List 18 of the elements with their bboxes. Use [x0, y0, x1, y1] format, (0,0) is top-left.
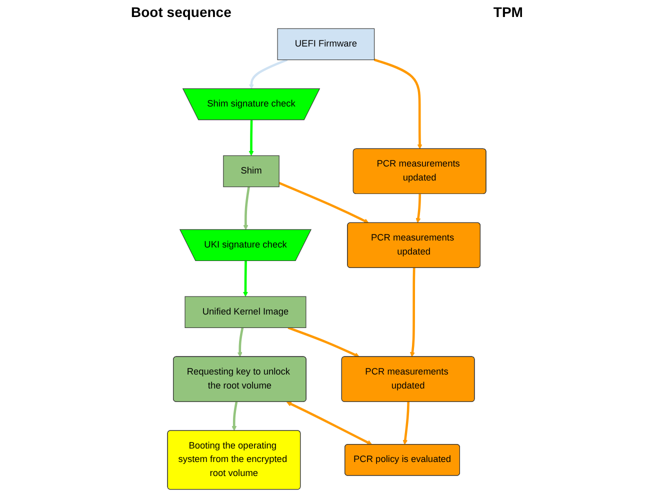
- arrow: [286, 402, 372, 445]
- arrow: [288, 326, 360, 358]
- arrow: [243, 186, 250, 230]
- arrow: [238, 328, 244, 358]
- node-box: Shim: [223, 155, 280, 188]
- arrow: [278, 182, 370, 224]
- arrow: [249, 58, 288, 90]
- column-heading: TPM: [493, 4, 523, 20]
- arrow: [232, 402, 238, 431]
- node-box: UEFI Firmware: [277, 28, 375, 60]
- arrow: [243, 261, 248, 297]
- arrow: [402, 402, 410, 445]
- arrow: [416, 194, 422, 224]
- arrow: [248, 120, 254, 156]
- arrow: [374, 58, 423, 150]
- column-heading: Boot sequence: [131, 4, 232, 20]
- node-box: Unified Kernel Image: [184, 296, 306, 328]
- arrow: [410, 268, 416, 358]
